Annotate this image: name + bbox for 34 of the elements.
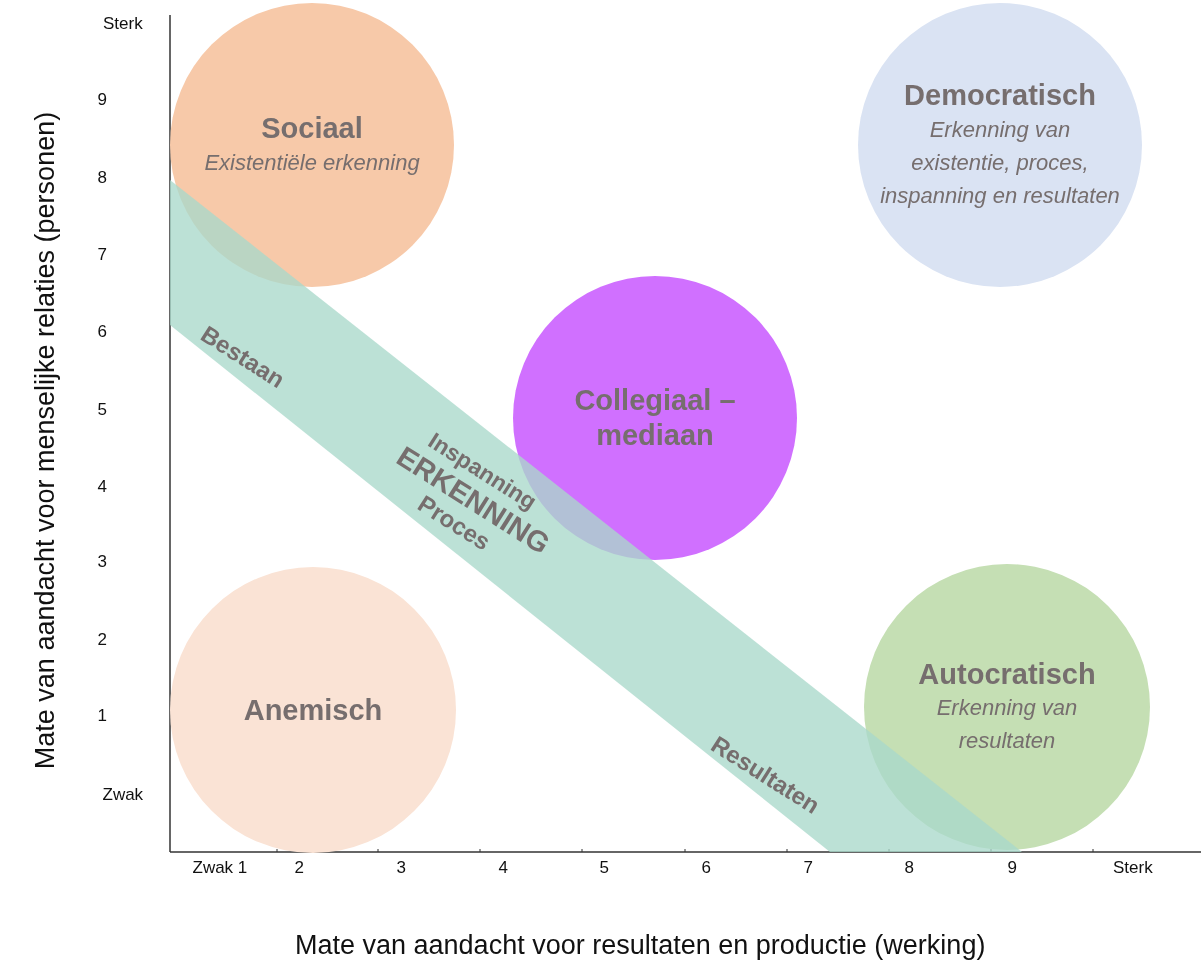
circle-title: Autocratisch bbox=[918, 656, 1096, 692]
category-circle bbox=[170, 3, 454, 287]
circle-title: Democratisch bbox=[904, 78, 1096, 113]
tick-label: 8 bbox=[904, 858, 914, 878]
tick-label: Sterk bbox=[1113, 858, 1153, 878]
tick-label: 9 bbox=[1007, 858, 1017, 878]
tick-label: 1 bbox=[97, 706, 107, 726]
tick-label: 8 bbox=[97, 168, 107, 188]
tick-label: 7 bbox=[97, 245, 107, 265]
tick-label: 3 bbox=[97, 552, 107, 572]
tick-label: 6 bbox=[701, 858, 711, 878]
category-circle bbox=[858, 3, 1142, 287]
tick-label: 4 bbox=[498, 858, 508, 878]
tick-label: 4 bbox=[97, 477, 107, 497]
tick-label: 3 bbox=[396, 858, 406, 878]
tick-label: 5 bbox=[599, 858, 609, 878]
tick-label: Zwak 1 bbox=[192, 858, 248, 878]
tick-label: 2 bbox=[97, 630, 107, 650]
tick-label: Sterk bbox=[103, 14, 143, 34]
tick-label: Zwak bbox=[102, 785, 144, 805]
tick-label: 7 bbox=[803, 858, 813, 878]
tick-label: 2 bbox=[294, 858, 304, 878]
x-axis-title: Mate van aandacht voor resultaten en productie (werking) bbox=[295, 929, 986, 961]
circle-title: Collegiaal – mediaan bbox=[573, 383, 737, 453]
circle-subtitle: Erkenning van existentie, proces, inspanning en resultaten bbox=[880, 115, 1120, 210]
circle-title: Anemisch bbox=[243, 692, 383, 728]
circle-subtitle: Erkenning van resultaten bbox=[935, 694, 1079, 756]
tick-label: 6 bbox=[97, 322, 107, 342]
tick-label: 5 bbox=[97, 400, 107, 420]
tick-label: 9 bbox=[97, 90, 107, 110]
category-circle bbox=[170, 567, 456, 853]
y-axis-title: Mate van aandacht voor menselijke relaties (personen) bbox=[29, 111, 61, 769]
circle-title: Sociaal bbox=[261, 111, 363, 146]
circle-subtitle: Existentiële erkenning bbox=[204, 148, 420, 177]
